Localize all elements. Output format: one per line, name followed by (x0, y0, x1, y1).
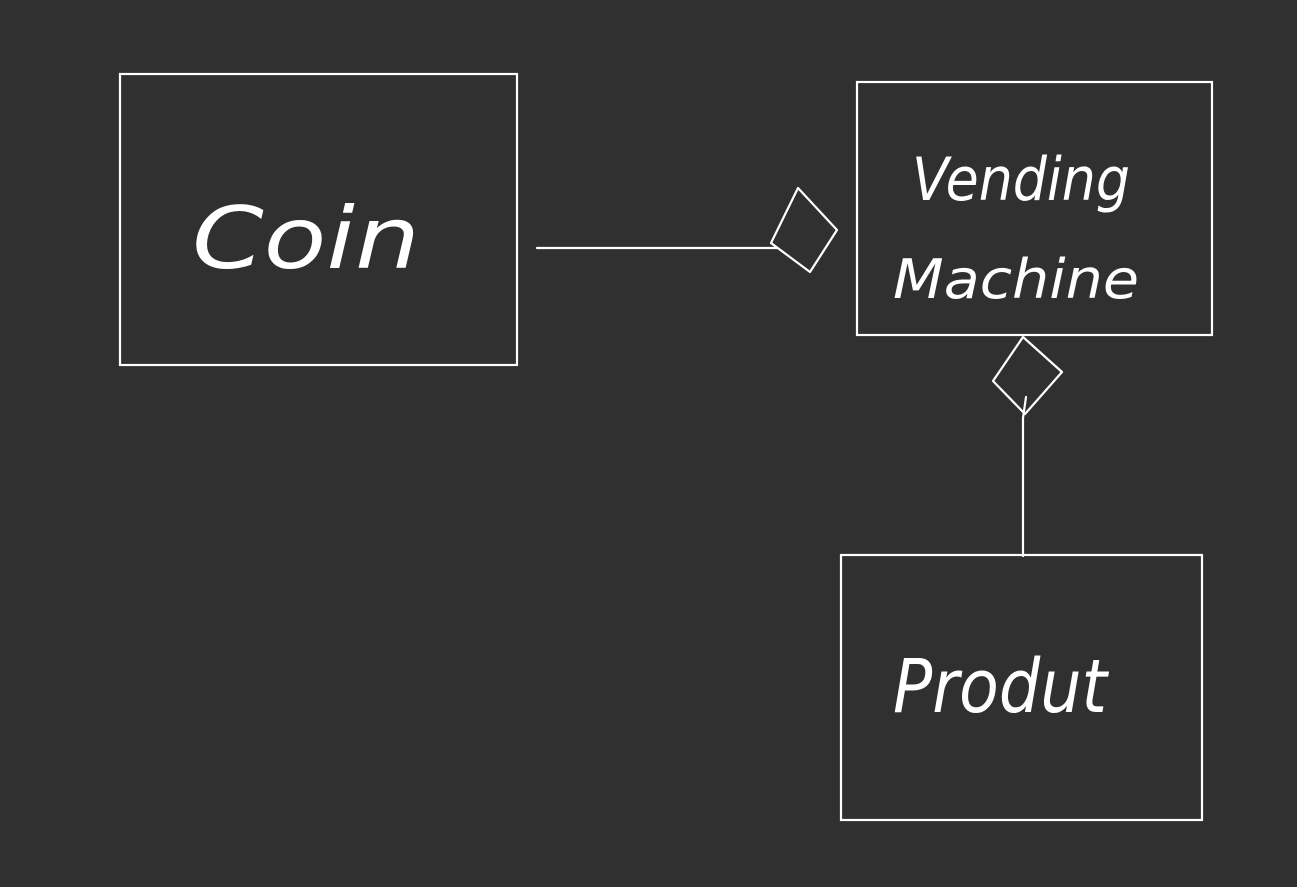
class-box-coin[interactable]: Coin (118, 72, 519, 367)
aggregation-product-vending-machine[interactable] (991, 335, 1064, 558)
class-label-machine: Machine (893, 248, 1139, 311)
aggregation-diamond-icon (769, 186, 839, 274)
class-label-vending: Vending (912, 145, 1130, 215)
association-line-product-tip (1021, 395, 1028, 420)
class-label-product: Produt (893, 644, 1110, 730)
class-box-vending-machine[interactable]: Vending Machine (855, 80, 1214, 337)
class-box-coin-border (118, 72, 519, 367)
class-box-product[interactable]: Produt (839, 553, 1204, 822)
class-box-vending-machine-border (855, 80, 1214, 337)
class-label-coin: Coin (192, 189, 420, 289)
aggregation-coin-vending-machine[interactable] (535, 186, 839, 274)
class-box-product-border (839, 553, 1204, 822)
aggregation-diamond-icon (991, 335, 1064, 416)
